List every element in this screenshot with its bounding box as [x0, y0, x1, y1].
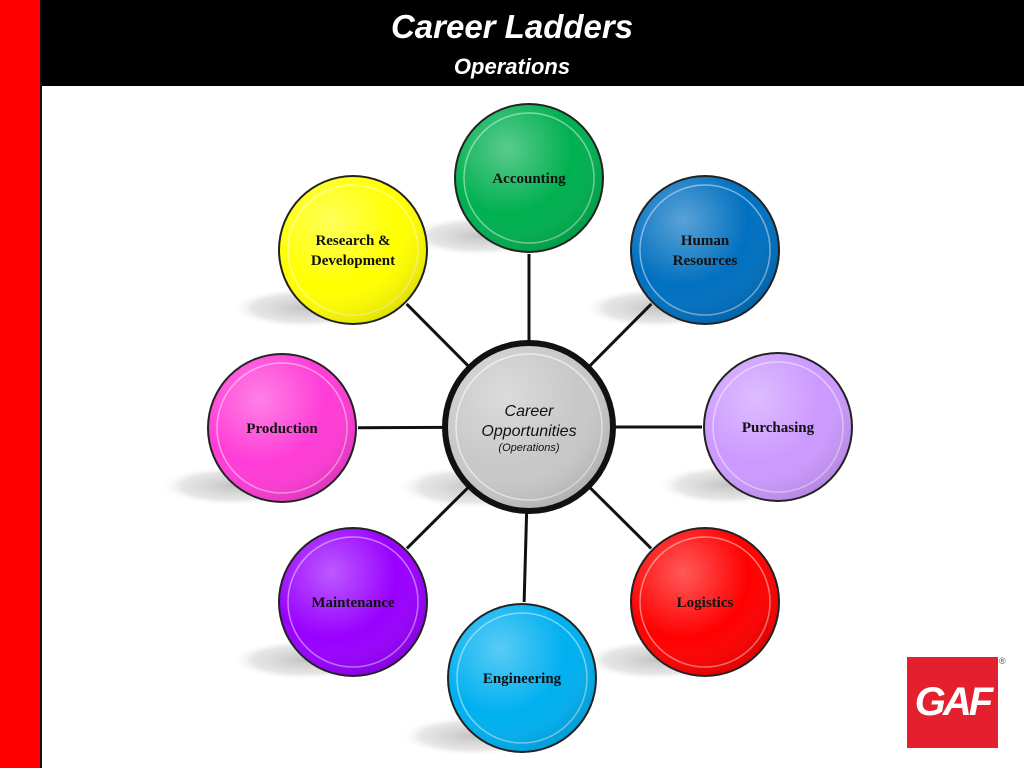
node-label-human-resources-2: Resources	[673, 253, 738, 269]
gaf-logo-text: GAF	[914, 680, 993, 724]
node-shine-purchasing	[705, 354, 851, 500]
connector-maintenance	[405, 486, 470, 550]
center-label-line2: Opportunities	[481, 423, 576, 440]
node-logistics: Logistics	[630, 527, 780, 677]
node-label-human-resources-1: Human	[681, 233, 730, 249]
node-label-research-development-1: Research &	[315, 233, 390, 249]
node-maintenance: Maintenance	[278, 527, 428, 677]
node-label-purchasing-1: Purchasing	[742, 420, 815, 436]
node-purchasing: Purchasing	[703, 352, 853, 502]
node-engineering: Engineering	[447, 603, 597, 753]
slide-title: Career Ladders	[390, 8, 634, 45]
left-accent-bar	[0, 0, 42, 768]
slide-subtitle: Operations	[453, 54, 571, 79]
registered-mark: ®	[999, 656, 1006, 666]
center-node: Career Opportunities (Operations)	[442, 340, 616, 514]
center-node-shine	[448, 346, 610, 508]
node-research-development: Research & Development	[278, 175, 428, 325]
node-shine-accounting	[456, 105, 602, 251]
node-label-accounting-1: Accounting	[492, 171, 566, 187]
node-shine-production	[209, 355, 355, 501]
gaf-logo: GAF	[907, 657, 998, 748]
connector-engineering	[522, 512, 529, 603]
connector-research-development	[405, 302, 470, 368]
career-nodes: AccountingHumanResourcesPurchasingLogist…	[207, 103, 853, 753]
node-label-engineering-1: Engineering	[483, 671, 562, 687]
node-label-maintenance-1: Maintenance	[311, 595, 395, 611]
node-label-logistics-1: Logistics	[677, 595, 734, 611]
node-shine-logistics	[632, 529, 778, 675]
connector-human-resources	[588, 302, 653, 368]
node-label-research-development-2: Development	[311, 253, 395, 269]
center-label-line3: (Operations)	[498, 442, 559, 454]
node-label-production-1: Production	[246, 421, 318, 437]
slide-header: Career Ladders Operations	[42, 0, 1024, 86]
connector-lines	[357, 254, 702, 603]
connector-logistics	[588, 486, 653, 550]
node-shine-research-development	[280, 177, 426, 323]
node-shine-maintenance	[280, 529, 426, 675]
node-shine-engineering	[449, 605, 595, 751]
node-production: Production	[207, 353, 357, 503]
node-shine-human-resources	[632, 177, 778, 323]
center-label-line1: Career	[505, 403, 555, 420]
node-accounting: Accounting	[454, 103, 604, 253]
